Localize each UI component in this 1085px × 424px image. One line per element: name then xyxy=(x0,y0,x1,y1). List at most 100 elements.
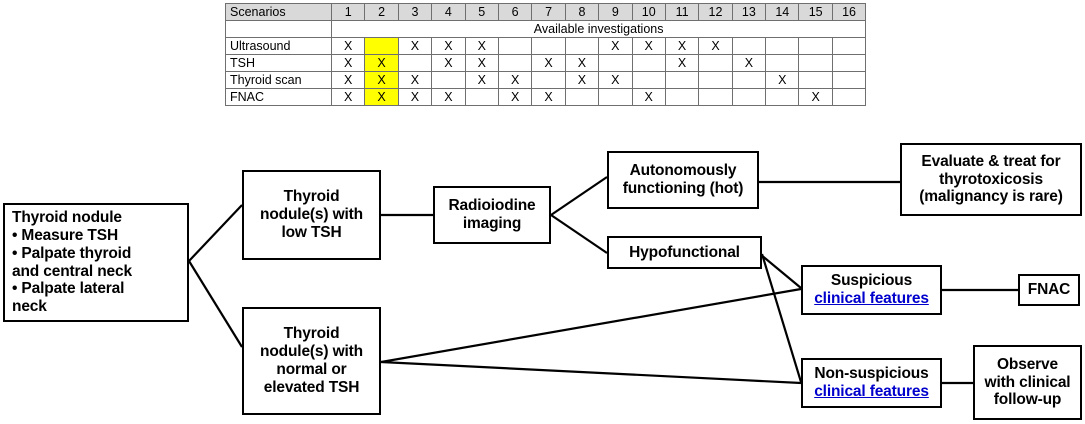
table-header-row: Scenarios 1 2 3 4 5 6 7 8 9 10 11 12 13 … xyxy=(225,3,867,21)
cell-fnac-4: X xyxy=(431,88,466,106)
edge-start-to-low-tsh xyxy=(188,204,243,262)
cell-fnac-9 xyxy=(598,88,633,106)
cell-ultrasound-11: X xyxy=(664,37,700,55)
cell-tsh-14 xyxy=(765,54,800,72)
observe-line-1: Observe xyxy=(997,355,1058,373)
cell-thyroid-scan-13 xyxy=(731,71,767,89)
cell-fnac-11 xyxy=(664,88,700,106)
cell-tsh-8: X xyxy=(564,54,600,72)
hot-line-1: Autonomously xyxy=(629,162,737,180)
table-row: FNAC X X X X X X X X xyxy=(225,88,867,106)
column-header-10: 10 xyxy=(631,3,666,21)
cell-fnac-5 xyxy=(464,88,499,106)
cell-tsh-2: X xyxy=(364,54,399,72)
row-label-ultrasound: Ultrasound xyxy=(225,37,332,55)
cell-tsh-5: X xyxy=(464,54,499,72)
observe-line-2: with clinical xyxy=(984,373,1071,391)
cell-thyroid-scan-5: X xyxy=(464,71,499,89)
edge-radioiodine-to-hypofunctional xyxy=(550,214,608,254)
cell-ultrasound-4: X xyxy=(431,37,466,55)
column-header-1: 1 xyxy=(330,3,366,21)
node-hypofunctional[interactable]: Hypofunctional xyxy=(607,236,762,269)
node-observe-with-clinical-followup[interactable]: Observe with clinical follow-up xyxy=(973,345,1082,420)
cell-tsh-16 xyxy=(831,54,867,72)
cell-fnac-13 xyxy=(731,88,767,106)
start-bullet-2-cont: and central neck xyxy=(12,262,132,280)
table-row: Thyroid scan X X X X X X X X xyxy=(225,71,867,89)
scenario-table: Scenarios 1 2 3 4 5 6 7 8 9 10 11 12 13 … xyxy=(225,3,867,106)
fnac-label: FNAC xyxy=(1027,281,1071,299)
evaluate-line-1: Evaluate & treat for xyxy=(921,152,1061,170)
cell-ultrasound-5: X xyxy=(464,37,499,55)
cell-ultrasound-16 xyxy=(831,37,867,55)
normal-tsh-line-3: normal or xyxy=(276,361,347,378)
table-row: TSH X X X X X X X X xyxy=(225,54,867,72)
table-row: Ultrasound X X X X X X X X xyxy=(225,37,867,55)
cell-fnac-7: X xyxy=(531,88,566,106)
normal-tsh-line-2: nodule(s) with xyxy=(260,343,363,361)
cell-thyroid-scan-12 xyxy=(698,71,733,89)
row-label-thyroid-scan: Thyroid scan xyxy=(225,71,332,89)
cell-tsh-3 xyxy=(397,54,433,72)
cell-thyroid-scan-15 xyxy=(798,71,833,89)
cell-fnac-1: X xyxy=(330,88,366,106)
column-header-8: 8 xyxy=(564,3,600,21)
node-fnac[interactable]: FNAC xyxy=(1018,274,1080,306)
column-header-3: 3 xyxy=(397,3,433,21)
observe-line-3: follow-up xyxy=(993,391,1062,409)
node-low-tsh[interactable]: Thyroid nodule(s) with low TSH xyxy=(242,170,381,260)
node-autonomously-functioning-hot[interactable]: Autonomously functioning (hot) xyxy=(607,151,759,209)
cell-fnac-3: X xyxy=(397,88,433,106)
cell-tsh-10 xyxy=(631,54,666,72)
edge-normal-tsh-to-nonsuspicious xyxy=(380,360,802,385)
edge-normal-tsh-to-suspicious xyxy=(380,287,802,364)
node-suspicious-clinical-features[interactable]: Suspicious clinical features xyxy=(801,265,942,315)
hot-line-2: functioning (hot) xyxy=(622,180,744,197)
low-tsh-line-1: Thyroid xyxy=(283,188,340,206)
radioiodine-line-1: Radioiodine xyxy=(448,197,536,215)
start-bullet-2: • Palpate thyroid xyxy=(12,244,132,262)
edge-radioiodine-to-hot xyxy=(550,176,608,216)
node-evaluate-treat-thyrotoxicosis[interactable]: Evaluate & treat for thyrotoxicosis (mal… xyxy=(900,143,1082,216)
radioiodine-line-2: imaging xyxy=(462,215,522,232)
cell-thyroid-scan-3: X xyxy=(397,71,433,89)
cell-thyroid-scan-16 xyxy=(831,71,867,89)
cell-ultrasound-9: X xyxy=(598,37,633,55)
cell-tsh-13: X xyxy=(731,54,767,72)
row-label-fnac: FNAC xyxy=(225,88,332,106)
cell-fnac-8 xyxy=(564,88,600,106)
cell-ultrasound-3: X xyxy=(397,37,433,55)
cell-tsh-9 xyxy=(598,54,633,72)
nonsuspicious-clinical-features-link[interactable]: clinical features xyxy=(814,383,929,400)
cell-ultrasound-2 xyxy=(364,37,399,55)
cell-fnac-10: X xyxy=(631,88,666,106)
row-label-tsh: TSH xyxy=(225,54,332,72)
evaluate-line-3: (malignancy is rare) xyxy=(919,188,1063,206)
cell-fnac-2: X xyxy=(364,88,399,106)
node-nonsuspicious-clinical-features[interactable]: Non-suspicious clinical features xyxy=(801,358,942,408)
cell-fnac-15: X xyxy=(798,88,833,106)
node-radioiodine-imaging[interactable]: Radioiodine imaging xyxy=(433,186,551,244)
nonsuspicious-label: Non-suspicious xyxy=(814,365,929,383)
start-bullet-3-cont: neck xyxy=(12,298,47,316)
column-header-9: 9 xyxy=(598,3,633,21)
start-bullet-1: • Measure TSH xyxy=(12,226,118,244)
cell-fnac-16 xyxy=(831,88,867,106)
edge-hypofunctional-to-nonsuspicious xyxy=(760,253,803,383)
cell-thyroid-scan-1: X xyxy=(330,71,366,89)
scenario-table-container: Scenarios 1 2 3 4 5 6 7 8 9 10 11 12 13 … xyxy=(225,3,867,106)
cell-ultrasound-7 xyxy=(531,37,566,55)
cell-fnac-14 xyxy=(765,88,800,106)
column-header-4: 4 xyxy=(431,3,466,21)
start-bullet-3: • Palpate lateral xyxy=(12,280,125,298)
edge-hypofunctional-to-suspicious xyxy=(759,253,802,289)
normal-tsh-line-1: Thyroid xyxy=(283,325,340,343)
cell-ultrasound-14 xyxy=(765,37,800,55)
edge-start-to-normal-tsh xyxy=(188,260,243,348)
suspicious-clinical-features-link[interactable]: clinical features xyxy=(814,290,929,307)
node-normal-elevated-tsh[interactable]: Thyroid nodule(s) with normal or elevate… xyxy=(242,307,381,415)
cell-ultrasound-1: X xyxy=(330,37,366,55)
node-thyroid-nodule-start[interactable]: Thyroid nodule • Measure TSH • Palpate t… xyxy=(3,203,189,322)
suspicious-label: Suspicious xyxy=(830,272,913,290)
